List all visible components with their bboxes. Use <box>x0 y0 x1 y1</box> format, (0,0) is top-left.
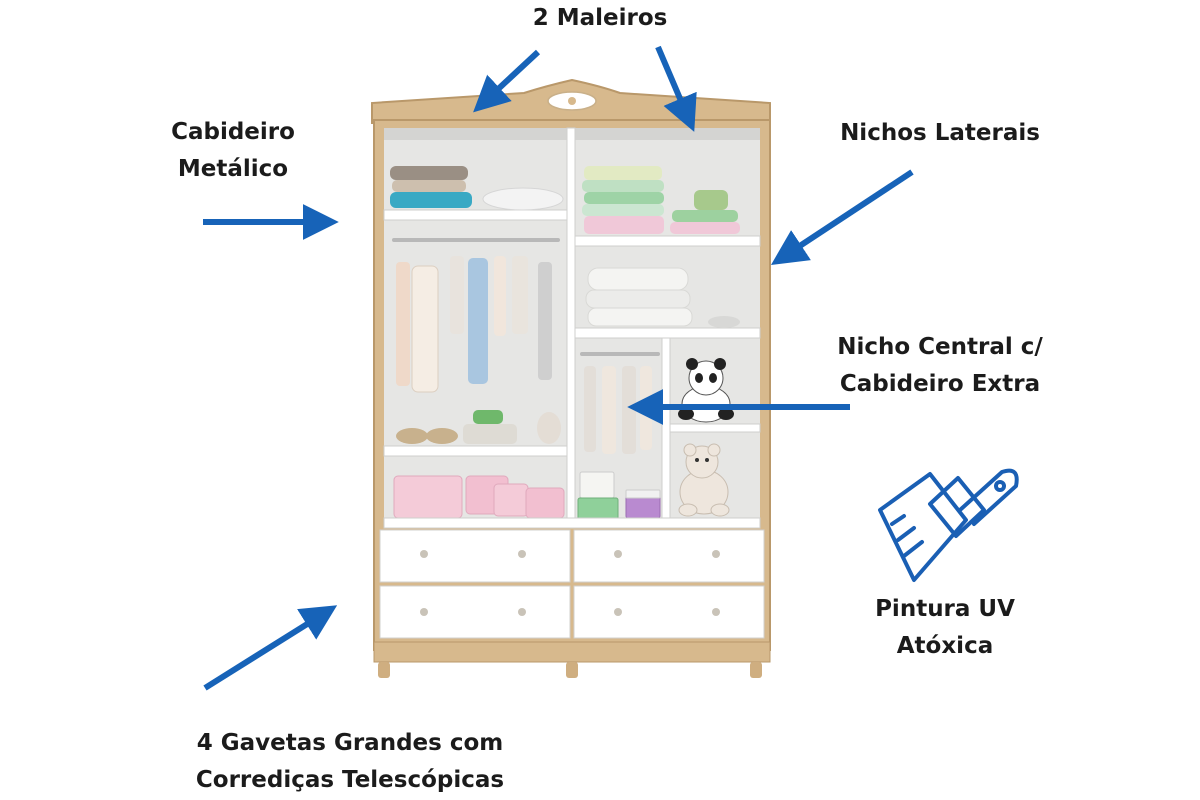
label-nichos-laterais: Nichos Laterais <box>840 120 1040 146</box>
label-line: Cabideiro <box>171 119 295 145</box>
label-line: Atóxica <box>896 633 994 659</box>
central-rod <box>580 352 660 356</box>
wardrobe-foot <box>566 662 578 678</box>
wardrobe <box>371 78 771 678</box>
label-cabideiro-metalico: Cabideiro Metálico <box>138 114 328 188</box>
wardrobe-foot <box>378 662 390 678</box>
right-shelf-2 <box>574 327 761 339</box>
label-line: Metálico <box>177 156 289 182</box>
label-line: 4 Gavetas Grandes com <box>196 730 504 756</box>
wardrobe-plinth <box>373 641 771 663</box>
arrow-icon <box>770 169 914 265</box>
arrow-icon <box>203 605 338 691</box>
label-line: Pintura UV <box>875 596 1015 622</box>
label-maleiros: 2 Maleiros <box>532 5 668 31</box>
right-shelf-1 <box>574 235 761 247</box>
left-top-shelf <box>383 209 568 221</box>
pointer-arrows <box>203 45 914 691</box>
arrow-icon <box>473 49 541 113</box>
teddy-bear-toy-icon <box>678 443 730 517</box>
drawers <box>379 529 765 639</box>
label-pintura-uv: Pintura UV Atóxica <box>840 591 1050 665</box>
crown-ornament-icon <box>547 91 597 111</box>
label-gavetas: 4 Gavetas Grandes com Corrediças Telescó… <box>170 725 530 799</box>
right-small-shelf <box>669 423 761 433</box>
label-line: Nicho Central c/ <box>837 334 1043 360</box>
label-line: Corrediças Telescópicas <box>195 767 505 793</box>
label-nicho-central: Nicho Central c/ Cabideiro Extra <box>805 329 1075 403</box>
hanging-rod <box>392 238 560 242</box>
hanging-clothes <box>396 256 552 393</box>
left-bottom-shelf <box>383 445 568 457</box>
arrow-icon <box>655 45 697 132</box>
right-inner-divider <box>661 337 671 523</box>
paint-brush-icon <box>878 468 1019 582</box>
center-divider <box>566 127 576 523</box>
wardrobe-foot <box>750 662 762 678</box>
label-line: Cabideiro Extra <box>839 371 1041 397</box>
